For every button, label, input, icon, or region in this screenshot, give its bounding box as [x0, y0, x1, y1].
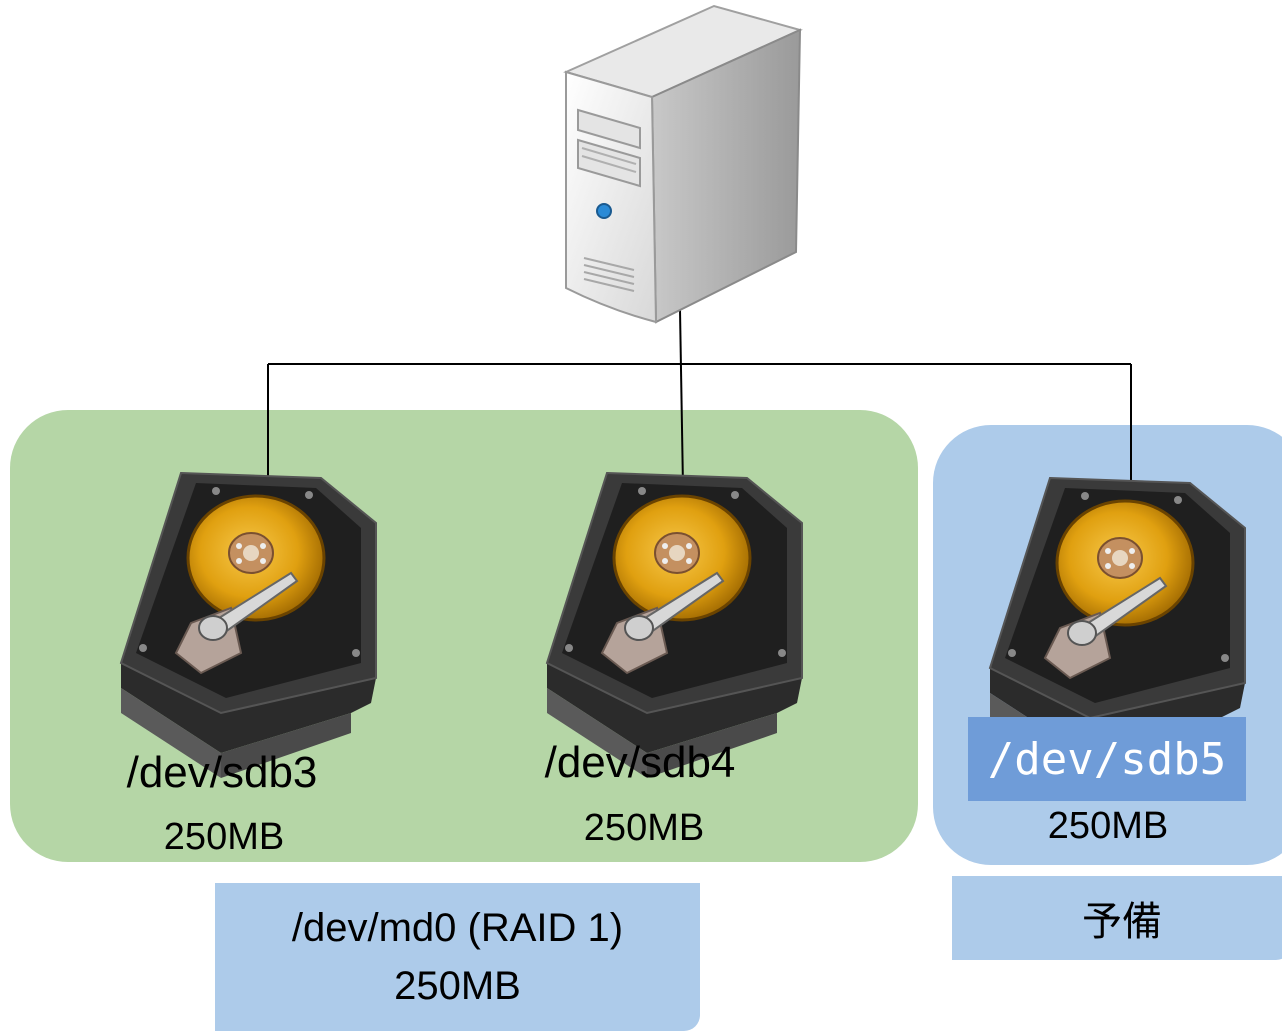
raid-device-label: /dev/md0 (RAID 1) [291, 906, 624, 950]
raid-size-label: 250MB [394, 964, 521, 1008]
disk-sdb3-size-label: 250MB [163, 816, 285, 858]
disk-sdb4-device-label: /dev/sdb4 [544, 738, 736, 787]
disk-sdb4-size-label: 250MB [583, 807, 705, 849]
disk-sdb5-device-label: /dev/sdb5 [968, 717, 1246, 801]
raid-array-box: /dev/md0 (RAID 1) 250MB [215, 883, 700, 1031]
spare-box: 予備 [952, 876, 1282, 960]
server-tower-icon [563, 4, 803, 324]
hard-disk-icon [119, 471, 378, 780]
disk-sdb5-size-label: 250MB [1047, 805, 1169, 847]
hard-disk-icon [545, 471, 804, 780]
disk-sdb3-device-label: /dev/sdb3 [126, 748, 318, 797]
spare-label: 予備 [1082, 900, 1162, 944]
